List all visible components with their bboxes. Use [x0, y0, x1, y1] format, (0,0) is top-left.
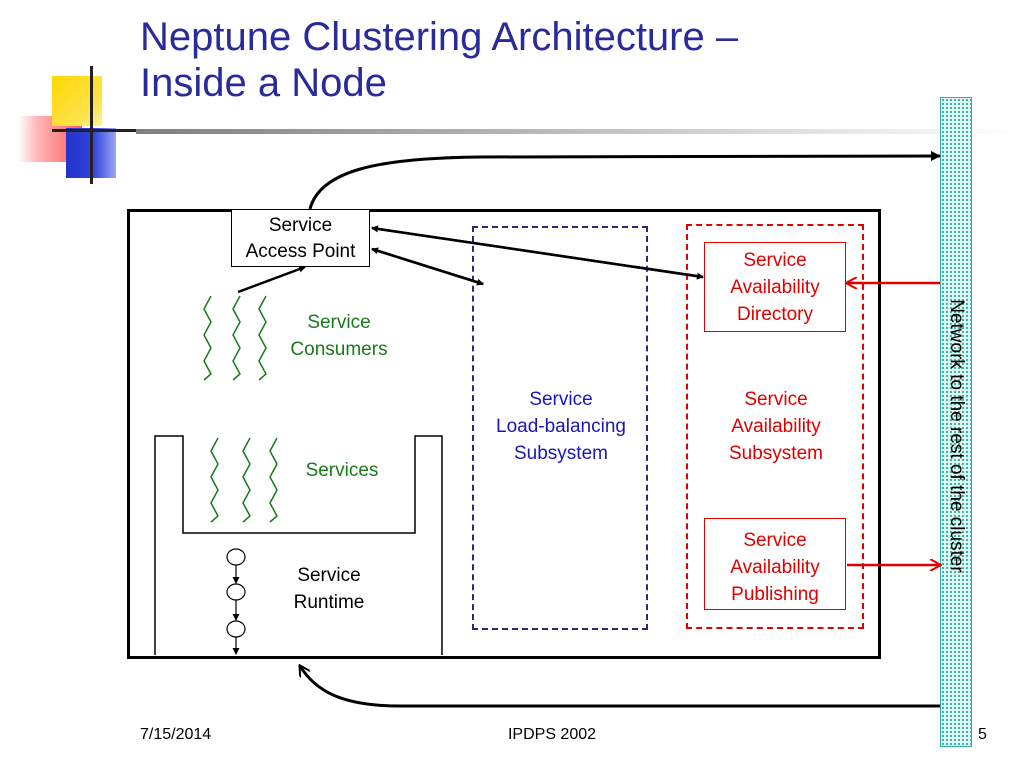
subsystem-line1: Service: [744, 389, 808, 410]
logo-yellow-square: [52, 76, 102, 126]
directory-line2: Availability: [730, 277, 820, 298]
node-container: [127, 209, 881, 659]
slide-title: Neptune Clustering Architecture – Inside…: [140, 14, 1000, 106]
slide-title-line2: Inside a Node: [140, 61, 387, 105]
incoming-network-arrow: [300, 666, 940, 708]
sap-line2: Access Point: [245, 241, 356, 262]
consumers-line2: Consumers: [290, 339, 388, 360]
lb-line2: Load-balancing: [496, 416, 626, 437]
runtime-line1: Service: [297, 565, 361, 586]
directory-line3: Directory: [736, 304, 813, 325]
footer-conference: IPDPS 2002: [507, 726, 597, 743]
service-squiggles: [210, 437, 278, 523]
availability-publishing-box: Service Availability Publishing: [704, 518, 846, 610]
title-underline-rule: [136, 129, 1024, 134]
lb-line3: Subsystem: [514, 443, 608, 464]
services-label: Services: [305, 460, 379, 481]
availability-subsystem-label: Service Availability Subsystem: [700, 386, 852, 467]
publishing-line3: Publishing: [731, 584, 819, 605]
availability-subsystem-box: [686, 224, 864, 629]
load-balancing-subsystem-box: [472, 226, 648, 630]
subsystem-line2: Availability: [731, 416, 821, 437]
publishing-line1: Service: [743, 530, 807, 551]
service-runtime-outline: [154, 435, 443, 655]
outgoing-network-arrow: [308, 151, 941, 210]
load-balancing-label: Service Load-balancing Subsystem: [476, 386, 646, 467]
footer-page-number: 5: [978, 726, 987, 743]
lb-line1: Service: [529, 389, 593, 410]
subsystem-line3: Subsystem: [729, 443, 823, 464]
availability-directory-box: Service Availability Directory: [704, 242, 846, 332]
sap-line1: Service: [268, 215, 333, 236]
consumers-line1: Service: [307, 312, 371, 333]
runtime-line2: Runtime: [293, 592, 365, 613]
network-bar: [940, 97, 972, 747]
footer-date: 7/15/2014: [140, 726, 212, 743]
consumer-squiggles: [203, 295, 267, 381]
slide-title-line1: Neptune Clustering Architecture –: [140, 15, 739, 59]
sap-loadbalancing-arrow-b: [371, 247, 484, 286]
logo-vertical-line: [90, 66, 93, 184]
publishing-line2: Availability: [730, 557, 820, 578]
logo-horizontal-line: [52, 129, 136, 132]
sap-directory-arrow-b: [371, 225, 704, 279]
service-consumers-label: Service Consumers: [276, 309, 402, 363]
consumers-to-sap-arrow: [237, 265, 306, 294]
service-access-point-box: Service Access Point: [231, 209, 370, 267]
service-runtime-label: Service Runtime: [274, 562, 384, 616]
runtime-chain: [226, 548, 246, 638]
directory-line1: Service: [743, 250, 807, 271]
